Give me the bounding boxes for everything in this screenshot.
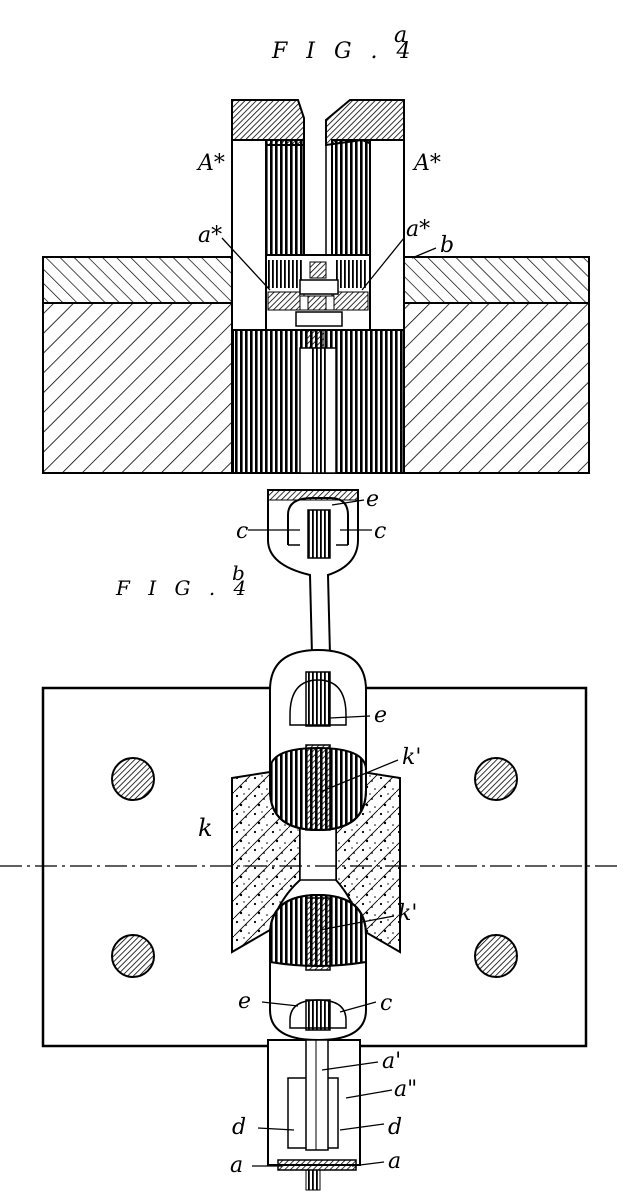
- cylinder-right: [331, 139, 371, 256]
- slab-upper-left: [42, 256, 234, 304]
- label-b: b: [440, 233, 454, 258]
- bolt-hole-top-right: [474, 757, 518, 801]
- sleeve-left: [231, 139, 267, 331]
- right-cap: [325, 99, 405, 147]
- label-a-x-left: a*: [198, 223, 222, 248]
- label-e-mid: e: [374, 703, 387, 728]
- slab-lower-left: [42, 302, 234, 474]
- label-k-prime-top: k': [402, 745, 421, 770]
- figure-4b: F I G . 4 b: [0, 561, 620, 1191]
- label-c-low: c: [380, 991, 392, 1016]
- label-c-left: c: [236, 519, 248, 544]
- label-d-left: d: [232, 1115, 246, 1140]
- label-c-right: c: [374, 519, 386, 544]
- label-a-right: a: [388, 1149, 401, 1174]
- fig-4b-sup: b: [232, 561, 245, 585]
- cylinder-left: [265, 139, 305, 256]
- label-e-top: e: [366, 487, 379, 512]
- bolt-hole-bottom-right: [474, 934, 518, 978]
- label-e-low: e: [238, 989, 251, 1014]
- label-a-left: a: [230, 1153, 243, 1178]
- label-d-right: d: [388, 1115, 402, 1140]
- bolt-hole-bottom-left: [111, 934, 155, 978]
- slab-upper-right: [403, 256, 590, 304]
- chain-link-upper: e c c: [236, 487, 386, 656]
- label-k-prime-bottom: k': [398, 901, 417, 926]
- label-A-right: A*: [412, 151, 441, 176]
- label-a-prime: a': [382, 1049, 401, 1074]
- fig-4a-title: F I G . 4: [271, 39, 417, 64]
- label-A-left: A*: [196, 151, 225, 176]
- label-a-x-right: a*: [406, 217, 430, 242]
- fig-4a-sup: a: [394, 23, 407, 48]
- sleeve-right: [369, 139, 405, 331]
- label-k: k: [198, 814, 213, 842]
- figure-4a: F I G . 4 a: [42, 23, 590, 474]
- bolt-hole-top-left: [111, 757, 155, 801]
- label-a-dblprime: a": [394, 1077, 417, 1102]
- left-cap: [231, 99, 305, 146]
- slab-lower-right: [403, 302, 590, 474]
- fig-4b-title: F I G . 4: [115, 576, 252, 600]
